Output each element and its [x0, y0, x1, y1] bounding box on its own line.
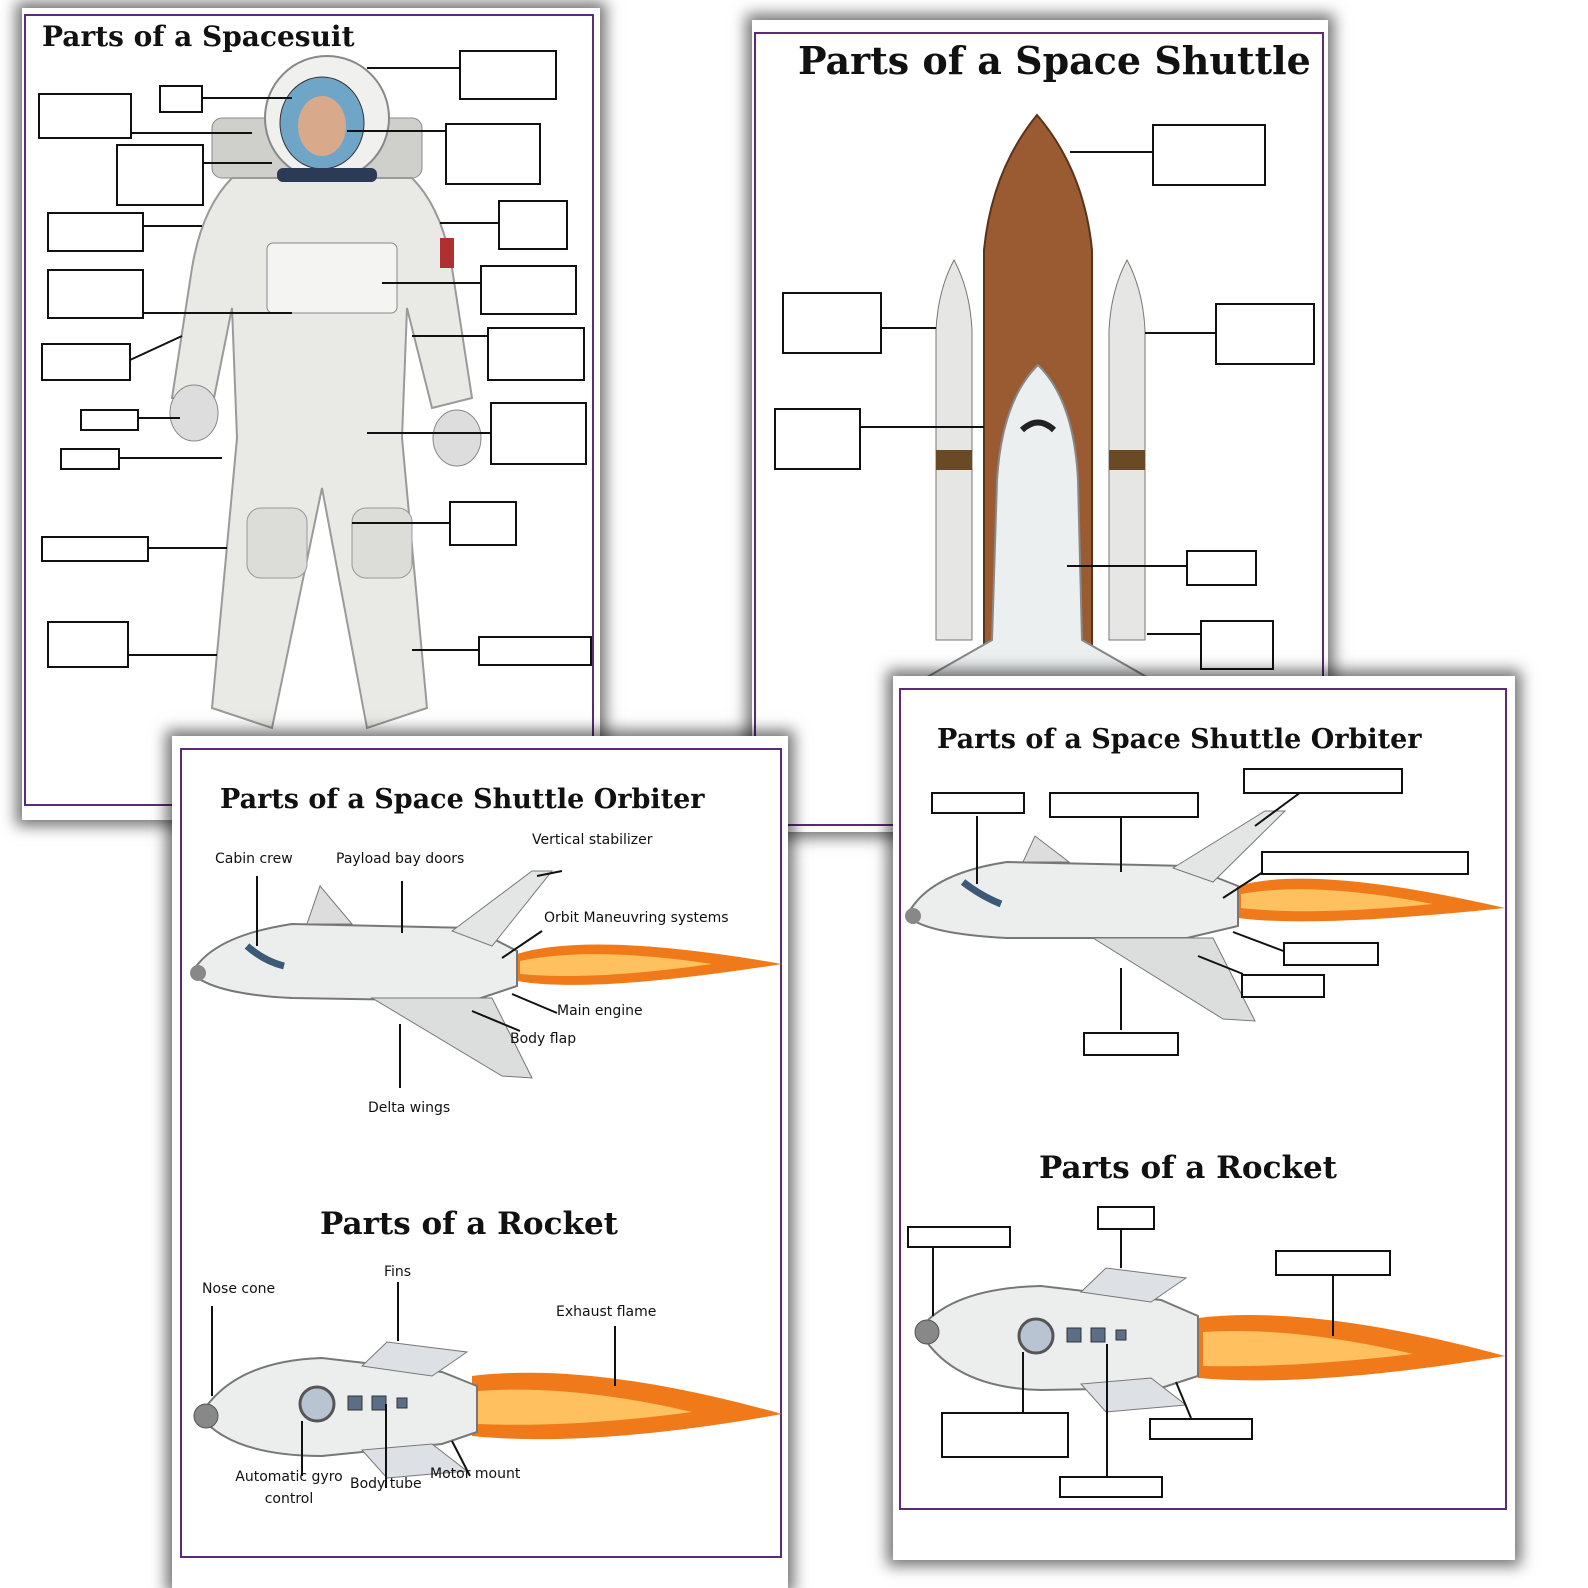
answer-box[interactable]: [1283, 942, 1379, 966]
answer-box[interactable]: [459, 50, 557, 100]
answer-box[interactable]: [1149, 1418, 1253, 1440]
label-vertical-stabilizer: Vertical stabilizer: [532, 832, 653, 848]
label-nose-cone: Nose cone: [202, 1281, 276, 1297]
answer-box[interactable]: [80, 409, 139, 431]
answer-box[interactable]: [38, 93, 132, 139]
answer-box[interactable]: [1200, 620, 1274, 670]
answer-box[interactable]: [47, 212, 144, 252]
answer-box[interactable]: [1215, 303, 1315, 365]
answer-box[interactable]: [907, 1226, 1011, 1248]
answer-box[interactable]: [931, 792, 1025, 814]
orbiter-illustration: [190, 870, 782, 1088]
label-cabin-crew: Cabin crew: [215, 851, 293, 867]
spacesuit-title: Parts of a Spacesuit: [42, 20, 355, 53]
label-delta-wings: Delta wings: [368, 1100, 451, 1116]
label-body-tube: Body tube: [350, 1476, 422, 1492]
answer-box[interactable]: [445, 123, 541, 185]
label-motor-mount: Motor mount: [430, 1466, 521, 1482]
label-exhaust-flame: Exhaust flame: [556, 1304, 657, 1320]
answer-box[interactable]: [116, 144, 204, 206]
answer-box[interactable]: [480, 265, 577, 315]
answer-box[interactable]: [941, 1412, 1069, 1458]
answer-box[interactable]: [490, 402, 587, 465]
answer-box[interactable]: [1152, 124, 1266, 186]
shuttle-stack-illustration: [857, 113, 1215, 681]
answer-box[interactable]: [774, 408, 861, 470]
space-shuttle-title: Parts of a Space Shuttle: [798, 38, 1311, 83]
answer-box[interactable]: [487, 327, 585, 381]
answer-box[interactable]: [1059, 1476, 1163, 1498]
rocket-title: Parts of a Rocket: [320, 1206, 618, 1242]
orbiter-rocket-blank-sheet: Parts of a Space Shuttle Orbiter Parts o…: [893, 676, 1515, 1560]
answer-box[interactable]: [449, 501, 517, 546]
label-payload-bay-doors: Payload bay doors: [336, 851, 465, 867]
orbiter-blank-title: Parts of a Space Shuttle Orbiter: [937, 724, 1422, 755]
answer-box[interactable]: [1275, 1250, 1391, 1276]
orbiter-blank-illustration: [905, 791, 1505, 1030]
answer-box[interactable]: [1097, 1206, 1155, 1230]
answer-box[interactable]: [782, 292, 882, 354]
answer-box[interactable]: [1049, 792, 1199, 818]
answer-box[interactable]: [60, 448, 120, 470]
orbiter-title: Parts of a Space Shuttle Orbiter: [220, 784, 705, 815]
orbiter-rocket-answer-sheet: Parts of a Space Shuttle Orbiter Cabin c…: [172, 736, 788, 1588]
sheet-border: [899, 688, 1507, 1510]
answer-box[interactable]: [1186, 550, 1257, 586]
answer-box[interactable]: [1083, 1032, 1179, 1056]
label-automatic-gyro-control: Automatic gyro control: [235, 1469, 343, 1507]
answer-box[interactable]: [498, 200, 568, 250]
spacesuit-worksheet: Parts of a Spacesuit: [22, 8, 600, 820]
sheet-border: [180, 748, 782, 1558]
answer-box[interactable]: [47, 269, 144, 319]
answer-box[interactable]: [47, 621, 129, 668]
answer-box[interactable]: [41, 343, 131, 381]
label-orbit-maneuvring-systems: Orbit Maneuvring systems: [544, 910, 729, 926]
label-body-flap: Body flap: [510, 1031, 577, 1047]
answer-box[interactable]: [41, 536, 149, 562]
answer-box[interactable]: [1243, 768, 1403, 794]
answer-box[interactable]: [1241, 974, 1325, 998]
answer-box[interactable]: [159, 85, 203, 113]
rocket-blank-title: Parts of a Rocket: [1039, 1150, 1337, 1186]
rocket-illustration: [193, 1282, 782, 1488]
label-fins: Fins: [384, 1264, 412, 1280]
astronaut-illustration: [117, 55, 498, 730]
label-main-engine: Main engine: [557, 1003, 643, 1019]
rocket-blank-illustration: [914, 1228, 1505, 1476]
answer-box[interactable]: [478, 636, 592, 666]
answer-box[interactable]: [1261, 851, 1469, 875]
